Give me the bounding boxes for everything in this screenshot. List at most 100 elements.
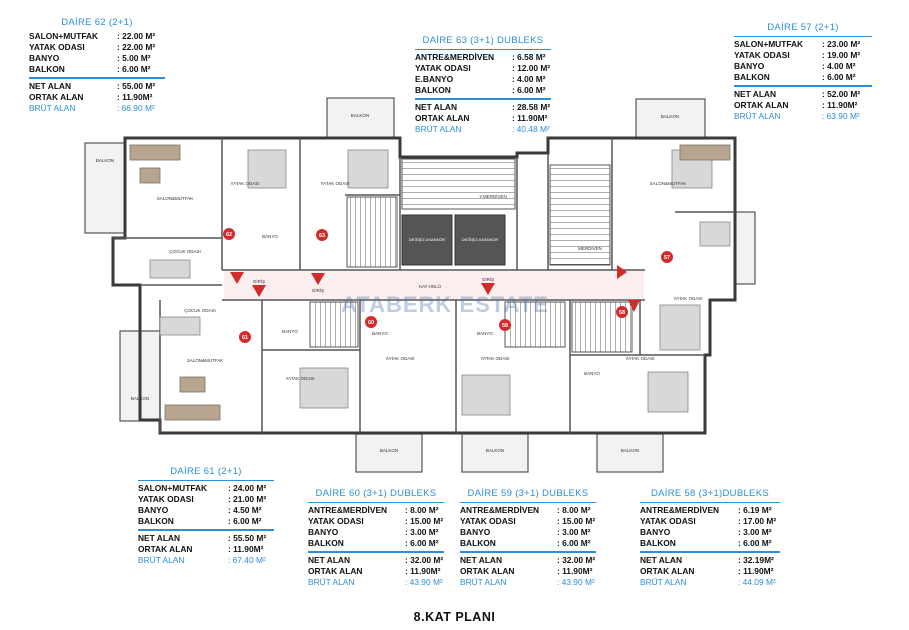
bed-cocuk2 [159, 316, 201, 336]
row-key: ORTAK ALAN [640, 565, 695, 576]
table-daire-60: DAİRE 60 (3+1) DUBLEKS ANTRE&MERDİVEN: 8… [308, 488, 444, 588]
row-val: : 11.90M² [405, 565, 441, 576]
label-balkon-59: BALKON [486, 448, 504, 453]
label-asansor-1: DEĞİŞİZ ASANSÖR [409, 237, 446, 242]
title-underline [415, 49, 551, 50]
row-key: BALKON [640, 538, 676, 548]
row-key: ORTAK ALAN [460, 565, 515, 576]
row-val: : 32.00 M² [405, 554, 444, 565]
row-key: YATAK ODASI [640, 516, 696, 526]
unit-marker-63 [316, 229, 328, 241]
table-title: DAİRE 57 (2+1) [767, 22, 839, 33]
plan-caption: 8.KAT PLANI [413, 610, 496, 624]
sofa-62 [129, 144, 181, 161]
entry-arrow-5 [617, 265, 627, 279]
brut-val: : 43.90 M² [405, 576, 443, 587]
row-key: E.BANYO [415, 74, 454, 84]
label-balkon-58: BALKON [621, 448, 639, 453]
row-val: : 55.50 M² [228, 532, 267, 543]
row-val: : 8.00 M² [405, 505, 439, 515]
title-underline [640, 502, 780, 503]
row-key: YATAK ODASI [138, 494, 194, 504]
row-key: NET ALAN [415, 101, 458, 112]
stair-duplex-62 [346, 196, 398, 268]
unit-marker-57 [661, 251, 673, 263]
row-key: ORTAK ALAN [138, 543, 193, 554]
label-giris-2: GİRİŞ [312, 287, 324, 293]
elevator-2 [454, 214, 506, 266]
label-cocuk-61: ÇOCUK ODASI [184, 308, 216, 313]
row-key: SALON+MUTFAK [138, 483, 208, 493]
row-val: : 6.00 M² [512, 85, 546, 95]
row-key: YATAK ODASI [734, 50, 790, 60]
divider [138, 529, 274, 531]
bed-61c [659, 304, 701, 351]
row-val: : 12.00 M² [512, 63, 551, 73]
entry-arrow-1 [230, 272, 244, 284]
stair-core-right [549, 164, 611, 266]
table-title: DAİRE 60 (3+1) DUBLEKS [315, 488, 437, 499]
title-underline [138, 480, 274, 481]
table-title: DAİRE 62 (2+1) [61, 17, 133, 28]
row-val: : 15.00 M² [405, 516, 444, 526]
unit-num-63: 63 [319, 233, 325, 239]
unit-marker-58 [616, 306, 628, 318]
row-key: BANYO [29, 53, 60, 63]
row-val: : 5.00 M² [117, 53, 151, 63]
table-daire-58: DAİRE 58 (3+1)DUBLEKS ANTRE&MERDİVEN: 6.… [640, 488, 780, 588]
row-val: : 6.19 M² [738, 505, 772, 515]
label-y-merdiven: Y.MERDİVEN [479, 193, 506, 199]
row-key: NET ALAN [460, 554, 503, 565]
balcony-57-right [734, 211, 756, 285]
label-salon-62: SALON&MUTFAK [157, 196, 194, 201]
corridor [224, 271, 644, 299]
row-key: BALKON [308, 538, 344, 548]
label-yatak-57: YATAK ODASI [673, 296, 702, 301]
label-balkon-62: BALKON [351, 113, 369, 118]
label-balkon-60: BALKON [380, 448, 398, 453]
row-val: : 6.00 M² [557, 538, 591, 548]
label-balkon-62l: BALKON [96, 158, 114, 163]
label-salon-61: SALON&MUTFAK [187, 358, 224, 363]
brut-val: : 63.90 M² [822, 110, 860, 121]
row-key: NET ALAN [308, 554, 351, 565]
label-balkon-57: BALKON [661, 114, 679, 119]
row-val: : 8.00 M² [557, 505, 591, 515]
row-val: : 52.00 M² [822, 88, 861, 99]
title-underline [460, 502, 596, 503]
row-val: : 6.00 M² [822, 72, 856, 82]
row-val: : 11.90M² [228, 543, 264, 554]
label-yatak-58: YATAK ODASI [625, 356, 654, 361]
bed-63 [347, 149, 389, 189]
entry-arrow-2 [252, 285, 266, 297]
row-key: BANYO [138, 505, 169, 515]
row-key: ANTRE&MERDİVEN [415, 52, 495, 62]
unit-marker-61 [239, 331, 251, 343]
label-yatak-63: YATAK ODASI [320, 181, 349, 186]
row-key: BALKON [29, 64, 65, 74]
unit-num-58: 58 [619, 310, 625, 316]
row-val: : 19.00 M² [822, 50, 861, 60]
brut-key: BRÜT ALAN [29, 102, 76, 113]
row-key: ANTRE&MERDİVEN [460, 505, 540, 515]
bed-58 [647, 371, 689, 413]
bed-59 [461, 374, 511, 416]
sofa-57 [679, 144, 731, 161]
label-giris-3: GİRİŞ [482, 276, 494, 282]
brut-key: BRÜT ALAN [734, 110, 781, 121]
bed-57b [699, 221, 731, 247]
bed-62 [247, 149, 287, 189]
row-key: YATAK ODASI [415, 63, 471, 73]
row-val: : 22.00 M² [117, 31, 156, 41]
label-merdiven: MERDİVEN [578, 245, 602, 251]
table-daire-59: DAİRE 59 (3+1) DUBLEKS ANTRE&MERDİVEN: 8… [460, 488, 596, 588]
row-key: BALKON [460, 538, 496, 548]
row-val: : 4.00 M² [822, 61, 856, 71]
brut-val: : 40.48 M² [512, 123, 550, 134]
row-key: SALON+MUTFAK [29, 31, 99, 41]
row-val: : 6.00 M² [738, 538, 772, 548]
row-key: NET ALAN [29, 80, 72, 91]
row-key: BANYO [640, 527, 671, 537]
brut-key: BRÜT ALAN [415, 123, 462, 134]
